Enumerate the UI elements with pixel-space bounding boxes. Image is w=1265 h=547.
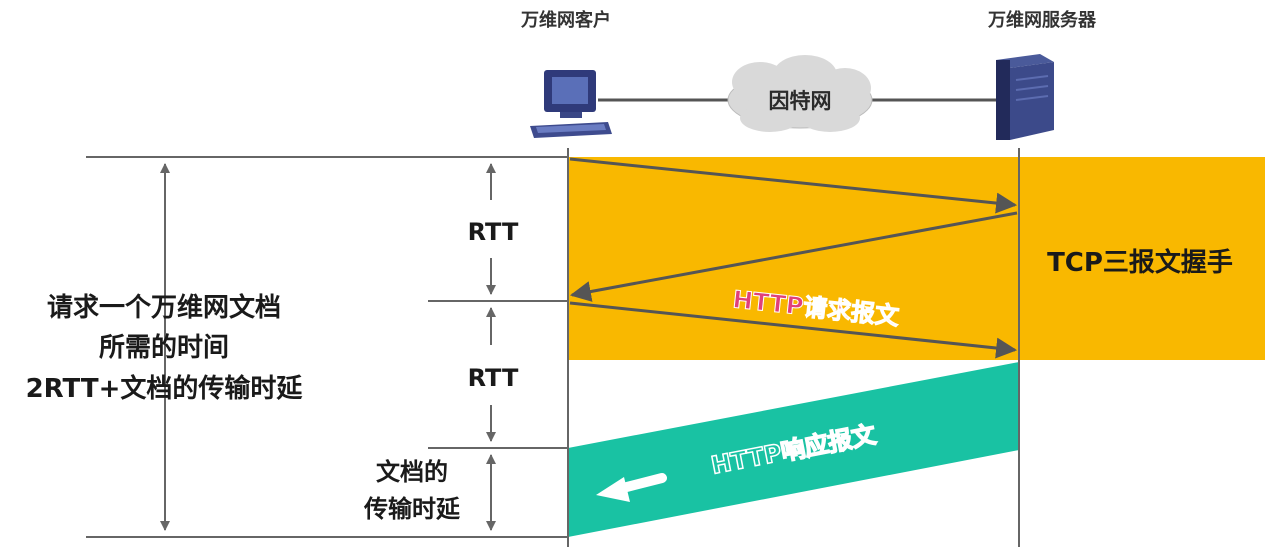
syn-arrow <box>569 157 1018 214</box>
computer-icon <box>530 70 612 138</box>
syn-ack-arrow <box>569 211 1018 302</box>
doc-delay-line-2: 传输时延 <box>363 495 461 523</box>
doc-delay-line-1: 文档的 <box>376 458 448 486</box>
http-response-band <box>568 362 1019 537</box>
rtt-label-2: RTT <box>468 364 519 392</box>
tcp-handshake-band <box>568 157 1265 360</box>
total-time-line-3: 2RTT+文档的传输时延 <box>26 373 304 404</box>
total-time-line-2: 所需的时间 <box>99 332 229 363</box>
cloud-icon <box>727 55 873 132</box>
server-label: 万维网服务器 <box>987 9 1097 31</box>
total-time-line-1: 请求一个万维网文档 <box>47 292 281 323</box>
server-tower-icon <box>996 54 1054 140</box>
tcp-handshake-label: TCP三报文握手 <box>1047 247 1233 278</box>
internet-label: 因特网 <box>769 89 832 113</box>
rtt-label-1: RTT <box>468 218 519 246</box>
response-direction-icon <box>596 473 667 502</box>
ack-request-arrow <box>569 301 1018 359</box>
client-label: 万维网客户 <box>520 9 611 31</box>
